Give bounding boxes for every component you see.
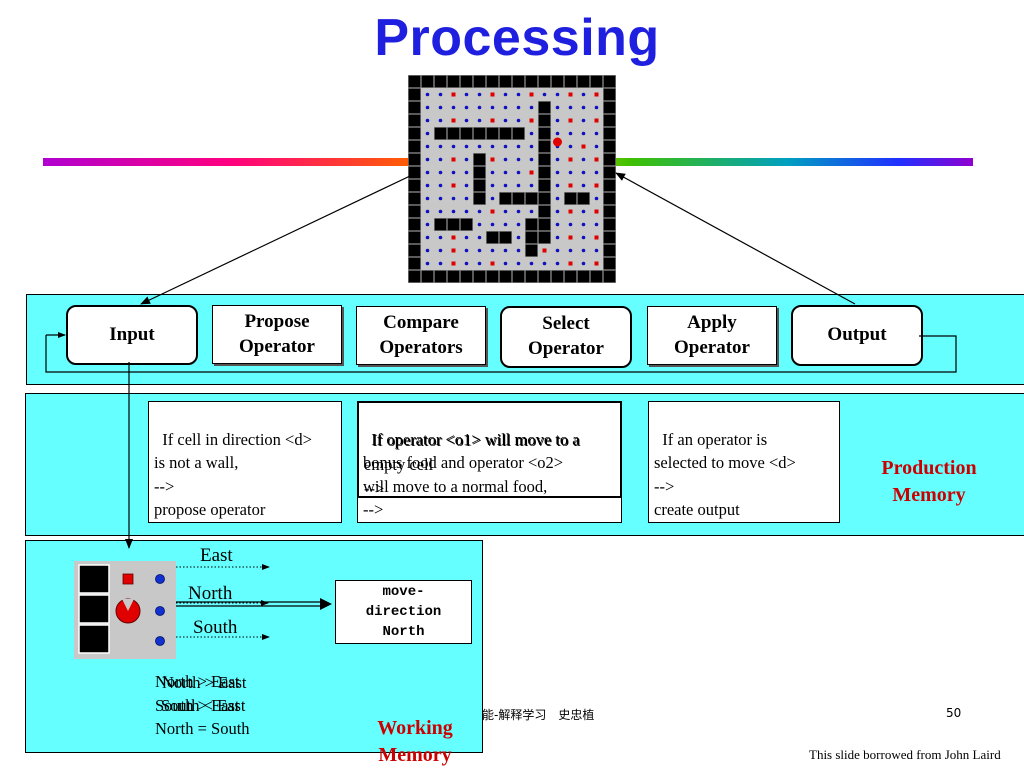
maze-grid-icon (408, 75, 616, 283)
slide-title: Processing (374, 9, 660, 67)
stage-apply-operator-label: Apply Operator (674, 311, 750, 358)
rule-propose-move: If cell in direction <d> is not a wall, … (148, 401, 342, 523)
stage-input: Input (66, 305, 198, 365)
credit-line: This slide borrowed from John Laird (809, 747, 1001, 762)
stage-input-label: Input (109, 323, 155, 345)
output-command-text: move- direction North (365, 584, 442, 640)
stage-select-operator: Select Operator (500, 306, 632, 368)
direction-east: East (200, 545, 233, 566)
rule-compare-bonus: If operator <o1> will move to a bonus fo… (357, 401, 622, 523)
stage-output: Output (791, 305, 923, 366)
arrow-icon (140, 175, 411, 305)
page-number: 50 (946, 706, 962, 720)
stage-output-label: Output (827, 324, 887, 346)
stage-select-operator-label: Select Operator (528, 313, 604, 359)
relations-list: North > East South > East North = South (155, 672, 250, 738)
production-memory-label: Production Memory (860, 428, 998, 509)
rule-output-move-text: If an operator is selected to move <d> -… (654, 429, 796, 520)
footer-author: 能-解释学习 史忠植 (482, 708, 595, 722)
stage-apply-operator: Apply Operator (647, 306, 777, 365)
working-memory-label: Working Memory (360, 688, 470, 769)
stage-propose-operator-label: Propose Operator (239, 310, 315, 357)
production-memory-label-text: Production Memory (881, 457, 977, 506)
maze-board (408, 75, 616, 283)
rule-compare-empty: If operator <o1> will move to a empty ce… (357, 401, 622, 498)
relation-overlay-1: North > East (162, 673, 247, 692)
direction-south: South (193, 617, 238, 638)
rule-propose-move-text: If cell in direction <d> is not a wall, … (154, 429, 312, 520)
rule-compare-empty-text: If operator <o1> will move to a empty ce… (364, 431, 581, 498)
output-command-box: move- direction North (335, 580, 472, 644)
eater-neighborhood-icon (74, 561, 176, 659)
eater-icon (553, 137, 562, 147)
rule-output-move: If an operator is selected to move <d> -… (648, 401, 840, 523)
working-memory-label-text: Working Memory (377, 717, 453, 766)
stage-compare-operators: Compare Operators (356, 306, 486, 365)
direction-north: North (188, 583, 233, 604)
rule-compare-bonus-text: If operator <o1> will move to a bonus fo… (363, 429, 580, 520)
relation-overlay-2: South < East (161, 696, 246, 715)
stage-propose-operator: Propose Operator (212, 305, 342, 364)
arrow-icon (615, 172, 856, 305)
stage-compare-operators-label: Compare Operators (379, 311, 463, 358)
